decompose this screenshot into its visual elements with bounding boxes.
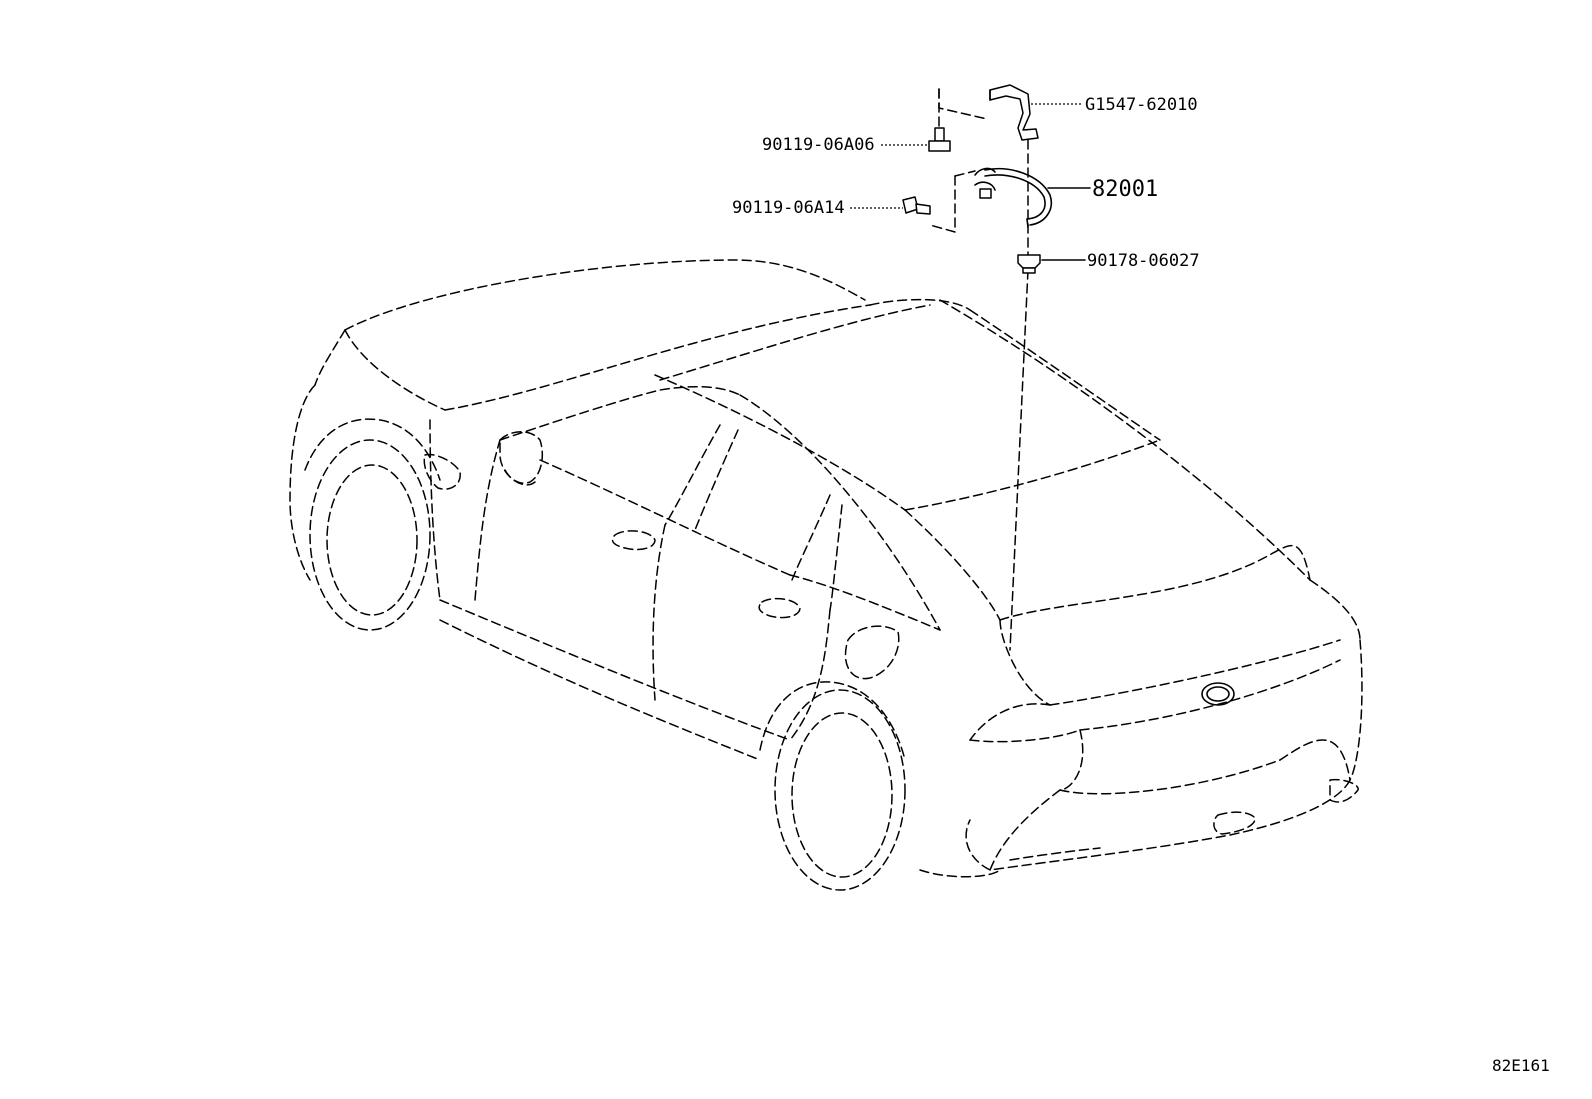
diagram-reference-code: 82E161 [1492, 1056, 1550, 1075]
assembly-guide-lines [929, 88, 1029, 651]
bolt-lower-part[interactable] [902, 196, 931, 215]
part-label-bracket[interactable]: G1547-62010 [1085, 95, 1198, 115]
nut-part[interactable] [1017, 254, 1041, 274]
vehicle-outline [289, 259, 1363, 891]
bolt-upper-part[interactable] [928, 127, 951, 152]
leader-lines [850, 103, 1091, 261]
bracket-part[interactable] [989, 84, 1039, 141]
part-label-bolt-lower[interactable]: 90119-06A14 [732, 198, 845, 218]
harness-part[interactable] [974, 167, 1052, 228]
part-label-harness[interactable]: 82001 [1092, 177, 1158, 202]
part-label-bolt-upper[interactable]: 90119-06A06 [762, 135, 875, 155]
part-label-nut[interactable]: 90178-06027 [1087, 251, 1200, 271]
